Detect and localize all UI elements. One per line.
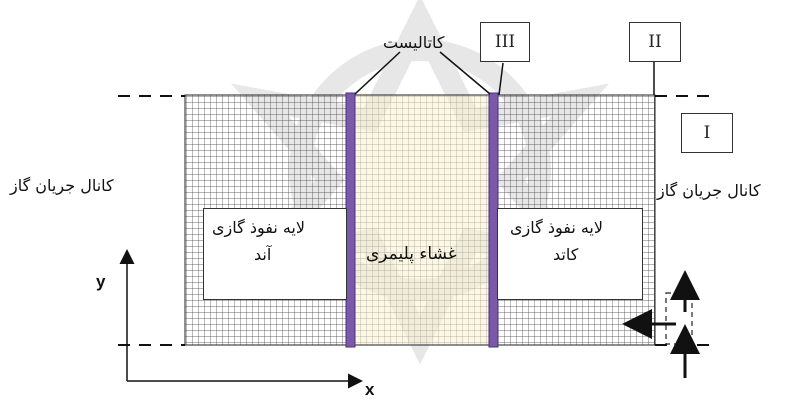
catalyst-leader-right <box>439 51 491 95</box>
anode-gdl-label-line1: لایه نفوذ گازی <box>212 218 306 237</box>
anode-gdl-label-line2: آند <box>254 245 272 264</box>
anode-gdl-label-box <box>203 208 347 300</box>
y-axis-label: y <box>96 272 106 291</box>
cathode-gdl-label-box <box>497 208 643 300</box>
cathode-gdl-label-line1: لایه نفوذ گازی <box>510 218 604 237</box>
x-axis-label: x <box>365 380 375 399</box>
cathode-gdl-label-line2: کاتد <box>553 245 579 264</box>
catalyst-layer-anode <box>345 92 356 348</box>
gas-channel-label-right: کانال جریان گاز <box>657 181 761 200</box>
catalyst-label: کاتالیست <box>383 33 445 52</box>
boundary-III-leader <box>498 62 504 96</box>
boundary-III-box: III <box>480 22 530 62</box>
mesh-outline <box>184 94 656 346</box>
boundary-I-box: I <box>681 113 733 153</box>
boundary-II-box: II <box>629 22 681 62</box>
gas-channel-label-left: کانال جریان گاز <box>10 176 114 195</box>
membrane-label: غشاء پلیمری <box>366 244 457 264</box>
inlet-dashed-box <box>665 292 693 345</box>
catalyst-leader-left <box>354 51 401 95</box>
membrane-region <box>352 95 492 345</box>
